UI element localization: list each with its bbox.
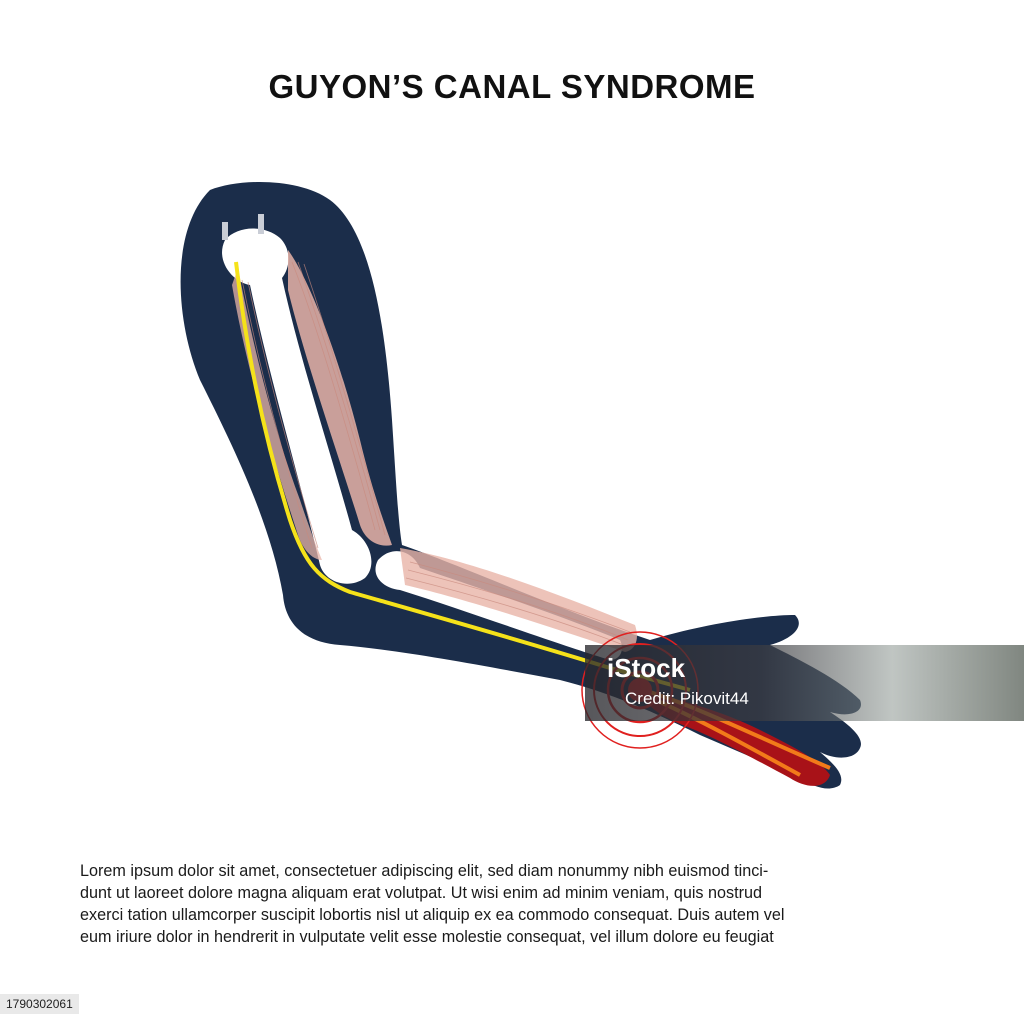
stock-watermark: iStock Credit: Pikovit44 bbox=[585, 645, 1024, 721]
humerus-bone bbox=[222, 228, 372, 584]
description-line: dunt ut laoreet dolore magna aliquam era… bbox=[80, 884, 763, 902]
watermark-logo: iStock bbox=[607, 653, 686, 683]
bone-cap-left bbox=[222, 222, 228, 240]
arm-silhouette bbox=[180, 181, 861, 789]
description-line: eum iriure dolor in hendrerit in vulputa… bbox=[80, 928, 774, 946]
watermark-credit: Credit: Pikovit44 bbox=[625, 689, 749, 708]
muscle-striations bbox=[241, 261, 631, 647]
description-paragraph: Lorem ipsum dolor sit amet, consectetuer… bbox=[80, 860, 960, 948]
image-id-label: 1790302061 bbox=[0, 994, 79, 1014]
bone-cap-right bbox=[258, 214, 264, 234]
forearm-muscle bbox=[400, 548, 637, 652]
description-line: Lorem ipsum dolor sit amet, consectetuer… bbox=[80, 862, 769, 880]
description-line: exerci tation ullamcorper suscipit lobor… bbox=[80, 906, 785, 924]
page-title: GUYON’S CANAL SYNDROME bbox=[268, 68, 756, 105]
